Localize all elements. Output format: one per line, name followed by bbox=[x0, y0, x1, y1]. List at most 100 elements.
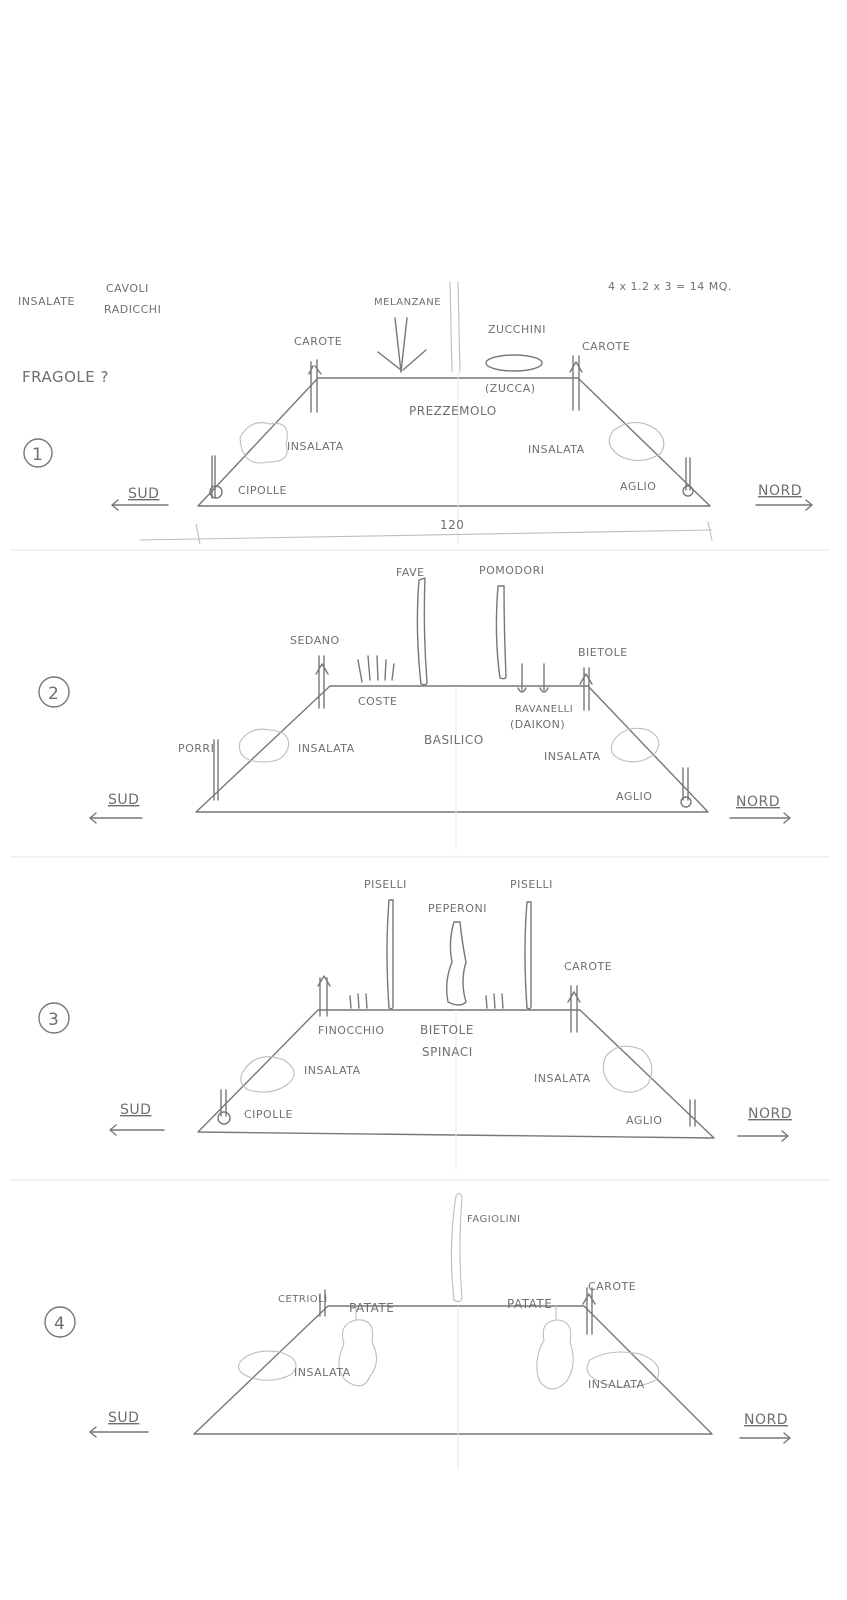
bed-2-tomato-symbol bbox=[495, 585, 507, 680]
area-note: 4 x 1.2 x 3 = 14 MQ. bbox=[608, 280, 732, 293]
bed-1-stake bbox=[449, 281, 461, 373]
bed-2-north-label: NORD bbox=[736, 794, 780, 810]
bed-3-label-insalata-right: INSALATA bbox=[534, 1072, 591, 1085]
bed-1-label-zucchini: ZUCCHINI bbox=[488, 323, 546, 336]
bed-4-south-label: SUD bbox=[108, 1410, 139, 1426]
bed-2-fave-symbol bbox=[416, 577, 428, 686]
bed-2-number-circle bbox=[38, 676, 70, 708]
bed-2-north-arrow bbox=[729, 812, 791, 824]
header-fragole: FRAGOLE ? bbox=[22, 368, 109, 386]
bed-3-onion-bulb bbox=[217, 1111, 231, 1125]
bed-2-label-basilico: BASILICO bbox=[424, 733, 484, 747]
bed-1-label-prezzemolo: PREZZEMOLO bbox=[409, 404, 497, 418]
bed-3-lettuce-left-symbol bbox=[240, 1056, 295, 1093]
bed-3-peas-left-symbol bbox=[386, 899, 394, 1010]
bed-2-label-ravanelli: RAVANELLI bbox=[515, 704, 573, 715]
bed-1-number: 1 bbox=[32, 445, 43, 465]
bed-1-number-circle bbox=[23, 438, 53, 468]
bed-1-label-cipolle: CIPOLLE bbox=[238, 484, 287, 497]
bed-3-label-spinaci: SPINACI bbox=[422, 1045, 473, 1059]
bed-4-potato-left-symbol bbox=[338, 1305, 378, 1387]
bed-1-north-label: NORD bbox=[758, 483, 802, 499]
bed-4-lettuce-left-symbol bbox=[237, 1350, 297, 1381]
bed-2-label-aglio: AGLIO bbox=[616, 790, 652, 803]
bed-4-beans-symbol bbox=[450, 1192, 463, 1303]
bed-4-carrots-symbol bbox=[582, 1287, 596, 1335]
bed-3-lettuce-right-symbol bbox=[602, 1045, 653, 1093]
bed-3-sprouts-symbol bbox=[349, 993, 504, 1009]
bed-2: 2 FAVE POMODORI SEDANO COSTE BIETOLE RAV… bbox=[38, 564, 791, 850]
bed-3-label-cipolle: CIPOLLE bbox=[244, 1108, 293, 1121]
bed-2-label-fave: FAVE bbox=[396, 566, 425, 579]
bed-3-label-finocchio: FINOCCHIO bbox=[318, 1024, 385, 1037]
bed-4-label-patate-left: PATATE bbox=[349, 1301, 394, 1315]
bed-4-north-arrow bbox=[739, 1432, 791, 1444]
bed-2-leek-symbol bbox=[213, 739, 219, 801]
bed-3-carrots-symbol bbox=[567, 985, 581, 1033]
bed-4-north-label: NORD bbox=[744, 1412, 788, 1428]
bed-3-south-arrow bbox=[109, 1124, 165, 1136]
bed-2-lettuce-left-symbol bbox=[238, 728, 290, 763]
bed-3-north-arrow bbox=[737, 1130, 789, 1142]
bed-2-chard-symbol bbox=[357, 655, 395, 683]
bed-2-radish-symbol bbox=[517, 663, 549, 693]
bed-3-label-bietole: BIETOLE bbox=[420, 1023, 474, 1037]
bed-4-label-patate-right: PATATE bbox=[507, 1297, 552, 1311]
bed-3-trapezoid bbox=[197, 1009, 715, 1139]
bed-2-garlic-bulb bbox=[680, 796, 692, 808]
bed-2-lettuce-right-symbol bbox=[610, 727, 660, 763]
bed-1-width-label: 120 bbox=[440, 518, 464, 532]
bed-4-south-arrow bbox=[89, 1426, 149, 1438]
bed-4-number-circle bbox=[44, 1306, 76, 1338]
bed-2-label-bietole: BIETOLE bbox=[578, 646, 628, 659]
bed-3-label-piselli-right: PISELLI bbox=[510, 878, 553, 891]
bed-3-label-piselli-left: PISELLI bbox=[364, 878, 407, 891]
bed-1-garlic-bulb bbox=[682, 485, 694, 497]
bed-1-eggplant-symbol bbox=[377, 317, 427, 373]
bed-2-beet-symbol bbox=[579, 667, 593, 711]
bed-1-trapezoid bbox=[197, 377, 711, 507]
bed-1-south-label: SUD bbox=[128, 486, 159, 502]
bed-2-south-arrow bbox=[89, 812, 143, 824]
bed-1-lettuce-left-symbol bbox=[239, 422, 288, 464]
bed-1-width-line bbox=[139, 521, 713, 545]
header-insalate: INSALATE bbox=[18, 295, 75, 308]
bed-2-celery-symbol bbox=[315, 655, 329, 709]
bed-4-cucumber-symbol bbox=[319, 1289, 326, 1317]
bed-1-label-carote-right: CAROTE bbox=[582, 340, 630, 353]
bed-4-label-cetrioli: CETRIOLI bbox=[278, 1294, 328, 1305]
bed-4-label-carote: CAROTE bbox=[588, 1280, 636, 1293]
bed-4-lettuce-right-symbol bbox=[586, 1351, 660, 1388]
header-cavoli: CAVOLI bbox=[106, 282, 149, 295]
bed-3: 3 PISELLI PISELLI PEPERONI CAROTE FINOCC… bbox=[38, 878, 792, 1170]
bed-3-fennel-symbol bbox=[317, 975, 331, 1017]
bed-2-garlic-stem bbox=[682, 767, 689, 801]
bed-1-label-carote-left: CAROTE bbox=[294, 335, 342, 348]
bed-3-label-insalata-left: INSALATA bbox=[304, 1064, 361, 1077]
bed-1-onion-bulb bbox=[209, 485, 223, 499]
bed-4-label-insalata-right: INSALATA bbox=[588, 1378, 645, 1391]
bed-3-number-circle bbox=[38, 1002, 70, 1034]
header-radicchi: RADICCHI bbox=[104, 303, 161, 316]
bed-2-label-coste: COSTE bbox=[358, 695, 398, 708]
bed-2-south-label: SUD bbox=[108, 792, 139, 808]
bed-4-number: 4 bbox=[54, 1314, 65, 1334]
bed-2-trapezoid bbox=[195, 685, 709, 813]
bed-4-potato-right-symbol bbox=[536, 1305, 574, 1390]
bed-3-number: 3 bbox=[48, 1010, 59, 1030]
bed-2-number: 2 bbox=[48, 684, 59, 704]
bed-1-carrots-left-symbol bbox=[308, 359, 322, 413]
bed-4-label-fagiolini: FAGIOLINI bbox=[467, 1214, 521, 1225]
bed-1-label-melanzane: MELANZANE bbox=[374, 297, 441, 308]
bed-4-trapezoid bbox=[193, 1305, 713, 1435]
bed-1: 1 MELANZANE ZUCCHINI (ZUCCA) CAROTE CARO… bbox=[23, 281, 813, 545]
bed-1-south-arrow bbox=[111, 499, 169, 511]
bed-3-north-label: NORD bbox=[748, 1106, 792, 1122]
bed-4-label-insalata-left: INSALATA bbox=[294, 1366, 351, 1379]
bed-1-garlic-stem bbox=[685, 457, 691, 491]
bed-2-label-pomodori: POMODORI bbox=[479, 564, 544, 577]
bed-1-onion-stem bbox=[211, 455, 216, 499]
bed-3-label-peperoni: PEPERONI bbox=[428, 902, 487, 915]
